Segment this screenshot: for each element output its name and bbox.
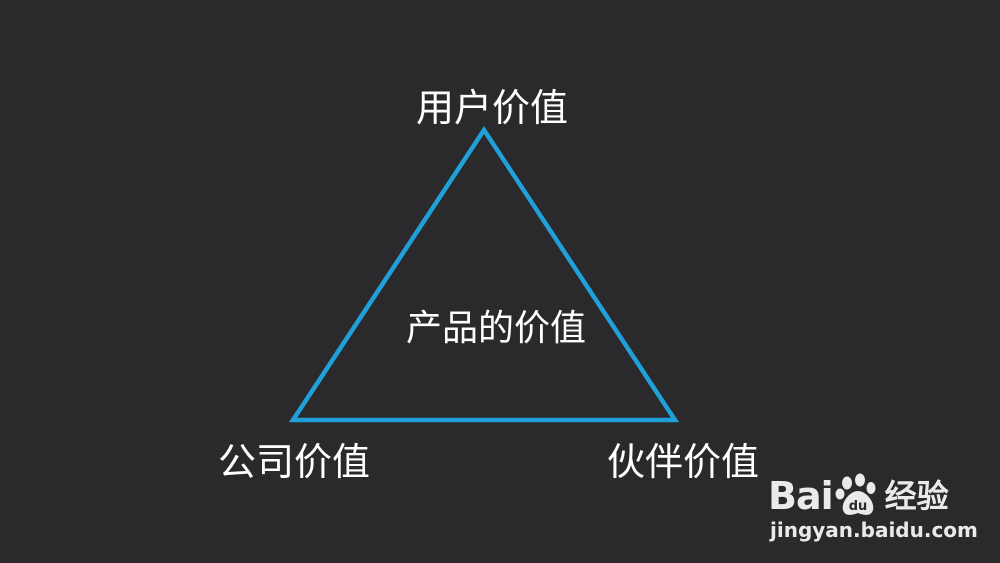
user-value-label: 用户价值 xyxy=(416,86,569,130)
company-value-label: 公司价值 xyxy=(218,440,371,484)
baidu-wordmark: Bai xyxy=(768,474,834,518)
watermark-url: jingyan.baidu.com xyxy=(770,518,978,542)
partner-value-label: 伙伴价值 xyxy=(607,440,760,484)
baidu-jingyan-watermark: Bai du 经验 jingyan.baidu.com xyxy=(768,455,988,555)
jingyan-wordmark: 经验 xyxy=(884,477,949,515)
value-triangle xyxy=(288,125,680,423)
baidu-logo: Bai du 经验 xyxy=(768,471,949,521)
svg-text:du: du xyxy=(848,499,867,514)
product-value-label: 产品的价值 xyxy=(406,308,587,349)
paw-icon: du xyxy=(835,473,876,515)
